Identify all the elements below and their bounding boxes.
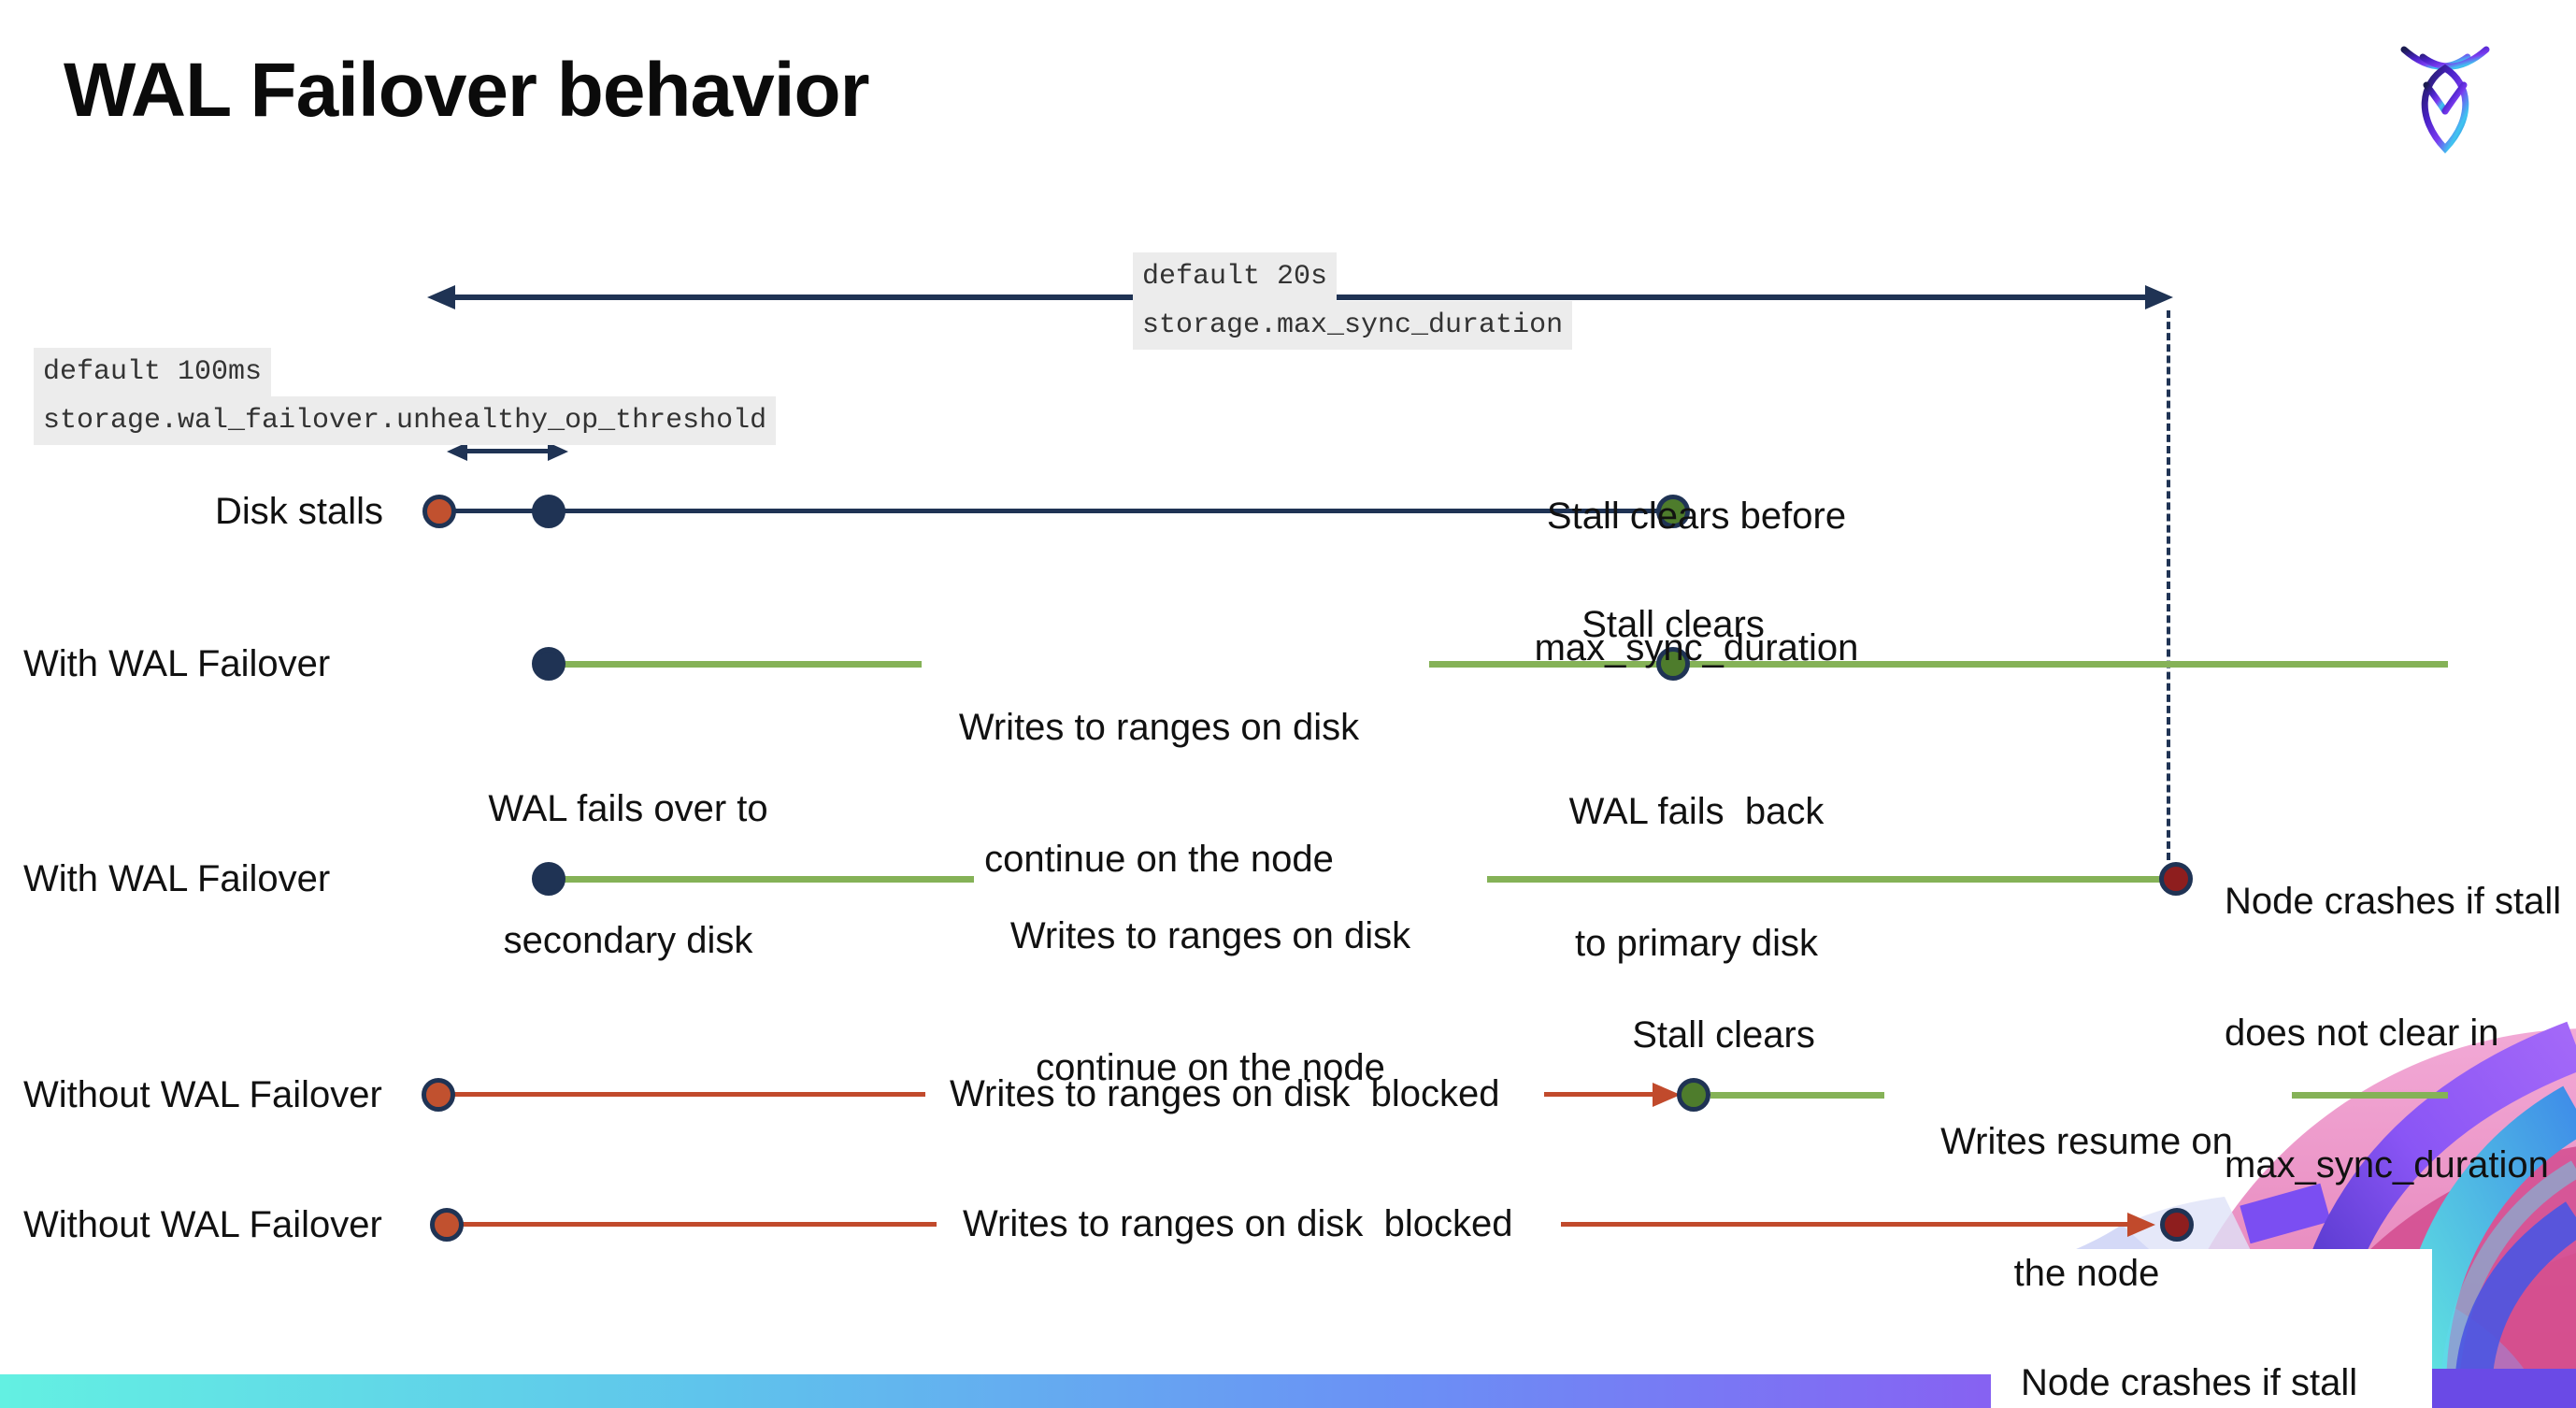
default-20s-text: default 20s: [1133, 252, 1338, 301]
writes-resume-annotation: Writes resume on the node: [1907, 1032, 2267, 1384]
unhealthy-op-threshold-arrow-line: [465, 449, 550, 453]
writes-continue-line-a: [565, 661, 922, 668]
annotation-line: continue on the node: [984, 839, 1334, 880]
disk-stalls-timeline: [439, 509, 1673, 513]
row-label-without-wal-failover-2: Without WAL Failover: [23, 1204, 382, 1245]
page-title: WAL Failover behavior: [64, 48, 870, 133]
node-crash-dot-1: [2159, 862, 2193, 896]
node-crashes-annotation-1: Node crashes if stall does not clear in …: [2225, 792, 2561, 1275]
annotation-line: Writes to ranges on disk: [958, 707, 1360, 748]
row-label-with-wal-failover-1: With WAL Failover: [23, 643, 331, 684]
row-label-without-wal-failover-1: Without WAL Failover: [23, 1074, 382, 1115]
annotation-line: max_sync_duration: [1534, 627, 1859, 668]
writes-blocked-line-a: [454, 1092, 925, 1097]
node-crashes-note-box: [1991, 1249, 2432, 1408]
wal-fails-over-annotation: WAL fails over to secondary disk: [430, 699, 826, 1051]
writes-resume-line-a: [1710, 1092, 1884, 1099]
stall-clears-annotation-2: Stall clears: [1632, 1014, 1815, 1056]
row-label-disk-stalls: Disk stalls: [214, 491, 383, 532]
writes-resume-line-b: [2292, 1092, 2448, 1099]
red-arrowhead-icon-2: [2127, 1213, 2155, 1237]
annotation-line: WAL fails back: [1568, 791, 1825, 832]
failover-threshold-dot: [532, 495, 565, 528]
annotation-line: Writes resume on: [1940, 1121, 2233, 1162]
stall-clears-annotation-1: Stall clears: [1581, 604, 1765, 645]
annotation-line: max_sync_duration: [2225, 1144, 2549, 1185]
writes-continue-line-c: [565, 876, 974, 883]
writes-blocked-line-b: [463, 1222, 937, 1227]
storage-wal-failover-unhealthy-op-threshold-text: storage.wal_failover.unhealthy_op_thresh…: [34, 396, 777, 445]
stall-clears-dot-3: [1677, 1078, 1710, 1112]
annotation-line: does not clear in: [2225, 1013, 2499, 1054]
annotation-line: secondary disk: [503, 920, 753, 961]
writes-blocked-annotation-1: Writes to ranges on disk blocked: [950, 1073, 1500, 1114]
annotation-line: Writes to ranges on disk: [1009, 915, 1411, 956]
node-crash-dot-2: [2160, 1208, 2194, 1242]
stall-clears-dot: [1656, 495, 1690, 528]
max-sync-deadline-dashed-line: [2167, 310, 2170, 860]
arrowhead-right-icon: [2145, 285, 2173, 309]
writes-continue-annotation-2: Writes to ranges on disk continue on the…: [991, 826, 1430, 1178]
crash-arrow-line: [1561, 1222, 2139, 1227]
stall-start-dot-3: [430, 1208, 464, 1242]
stall-start-dot-2: [422, 1078, 455, 1112]
failover-dot: [532, 647, 565, 681]
max-sync-duration-label: default 20s storage.max_sync_duration: [1133, 252, 1573, 350]
unhealthy-op-threshold-label: default 100ms storage.wal_failover.unhea…: [34, 348, 777, 445]
annotation-line: Node crashes if stall: [2021, 1362, 2358, 1403]
small-arrowhead-right-icon: [548, 442, 568, 461]
arrowhead-left-icon: [427, 285, 455, 309]
stall-clear-arrow-line-1: [1544, 1092, 1664, 1097]
annotation-line: continue on the node: [1036, 1047, 1385, 1088]
row-label-with-wal-failover-2: With WAL Failover: [23, 858, 331, 899]
writes-continue-line-d: [1487, 876, 2162, 883]
node-crashes-annotation-2: Node crashes if stall does not clear in …: [2021, 1273, 2357, 1408]
annotation-line: Stall clears before: [1546, 496, 1847, 537]
storage-max-sync-duration-text: storage.max_sync_duration: [1133, 301, 1573, 350]
small-arrowhead-left-icon: [447, 442, 467, 461]
annotation-line: WAL fails over to: [488, 788, 768, 829]
stall-clears-dot-2: [1656, 647, 1690, 681]
writes-blocked-annotation-2: Writes to ranges on disk blocked: [963, 1203, 1513, 1244]
annotation-line: the node: [2013, 1253, 2160, 1294]
failover-dot-2: [532, 862, 565, 896]
wal-fails-back-annotation: WAL fails back to primary disk: [1496, 702, 1897, 1054]
red-arrowhead-icon-1: [1653, 1083, 1681, 1107]
annotation-line: Node crashes if stall: [2225, 881, 2562, 922]
default-100ms-text: default 100ms: [34, 348, 272, 396]
writes-continue-annotation-1: Writes to ranges on disk continue on the…: [944, 618, 1374, 970]
writes-continue-line-b: [1429, 661, 2448, 668]
stall-start-dot: [422, 495, 456, 528]
stall-clears-before-annotation: Stall clears before max_sync_duration: [1467, 407, 1925, 758]
cockroachdb-logo-icon: [2400, 46, 2490, 154]
annotation-line: to primary disk: [1574, 923, 1819, 964]
